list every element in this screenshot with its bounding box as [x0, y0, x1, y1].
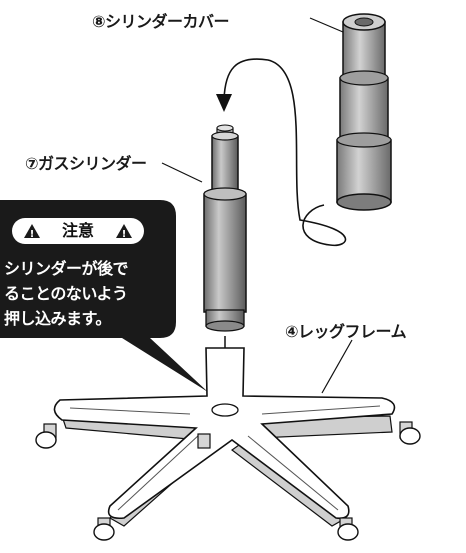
cylinder-cover-part	[336, 13, 392, 211]
svg-text:!: !	[30, 229, 35, 240]
warning-triangle-icon	[116, 224, 132, 238]
caution-text-line-3: 押し込みます。	[4, 309, 111, 328]
caster-right	[399, 421, 421, 445]
leg-frame-label: ④レッグフレーム	[285, 322, 407, 341]
caster-left	[35, 423, 57, 449]
caution-title: 注意	[61, 221, 94, 240]
route-arrowhead	[216, 94, 232, 112]
svg-text:!: !	[122, 229, 127, 240]
caution-text-line-2: ることのないよう	[4, 284, 128, 303]
gas-cylinder-part	[203, 124, 247, 332]
caster-bottom-right	[337, 517, 359, 541]
caster-front	[197, 433, 211, 449]
leg-leader-line	[321, 339, 353, 394]
caster-bottom-left	[93, 517, 115, 541]
leg-frame-part	[35, 347, 421, 541]
caution-callout: ! !	[0, 200, 208, 392]
cylinder-cover-label: ⑧シリンダーカバー	[92, 12, 230, 31]
warning-triangle-icon	[24, 224, 40, 238]
gas-leader-line	[161, 162, 203, 183]
caution-text-line-1: シリンダーが後で	[4, 259, 129, 278]
cover-leader-line	[309, 17, 344, 33]
caution-pill	[12, 218, 144, 244]
route-arrow-line	[223, 58, 347, 247]
gas-cylinder-label: ⑦ガスシリンダー	[25, 154, 147, 173]
